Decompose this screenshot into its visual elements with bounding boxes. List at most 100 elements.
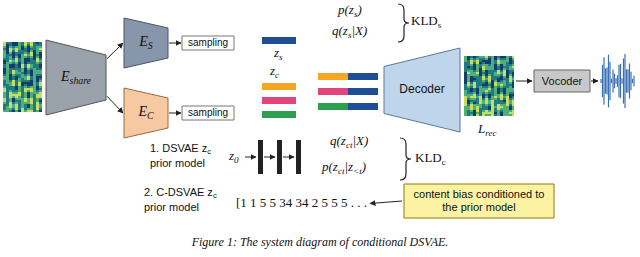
node-shape <box>124 88 168 138</box>
spectrogram-cell <box>464 72 467 74</box>
spectrogram-cell <box>497 58 500 60</box>
spectrogram-cell <box>27 76 30 78</box>
spectrogram-cell <box>503 64 506 66</box>
waveform-stroke <box>626 69 627 92</box>
subscript: c <box>275 70 279 80</box>
spectrogram-cell <box>24 92 27 94</box>
spectrogram-cell <box>476 88 479 90</box>
spectrogram-cell <box>467 94 470 96</box>
spectrogram-cell <box>485 88 488 90</box>
spectrogram-cell <box>36 76 39 78</box>
spectrogram-cell <box>509 94 512 96</box>
spectrogram-cell <box>488 60 491 62</box>
waveform-stroke <box>606 67 607 94</box>
spectrogram-cell <box>464 108 467 110</box>
spectrogram-cell <box>479 86 482 88</box>
spectrogram-cell <box>18 66 21 68</box>
waveform-stroke <box>627 69 628 93</box>
subscript: c <box>213 191 217 200</box>
spectrogram-cell <box>24 82 27 84</box>
spectrogram-cell <box>497 104 500 106</box>
spectrogram-cell <box>467 86 470 88</box>
spectrogram-cell <box>3 86 6 88</box>
spectrogram-cell <box>491 112 494 114</box>
spectrogram-cell <box>467 84 470 86</box>
subscript: c <box>442 157 446 167</box>
spectrogram-cell <box>503 72 506 74</box>
spectrogram-cell <box>503 84 506 86</box>
spectrogram-cell <box>12 48 15 50</box>
spectrogram-cell <box>33 84 36 86</box>
spectrogram-cell <box>33 50 36 52</box>
encoder-speaker: ES <box>124 18 168 68</box>
spectrogram-cell <box>485 78 488 80</box>
spectrogram-cell <box>21 58 24 60</box>
spectrogram-cell <box>470 84 473 86</box>
spectrogram-cell <box>18 96 21 98</box>
spectrogram-cell <box>27 108 30 110</box>
spectrogram-cell <box>27 106 30 108</box>
node-text: content bias conditioned to the prior mo… <box>410 188 548 213</box>
math-label: KLDs <box>411 14 441 30</box>
spectrogram-cell <box>476 68 479 70</box>
brace <box>398 4 409 42</box>
spectrogram-cell <box>21 68 24 70</box>
subscript: share <box>70 75 91 86</box>
spectrogram-cell <box>470 80 473 82</box>
spectrogram-ground <box>3 42 42 112</box>
spectrogram-cell <box>18 72 21 74</box>
spectrogram-cell <box>497 80 500 82</box>
spectrogram-cell <box>506 96 509 98</box>
spectrogram-cell <box>485 102 488 104</box>
spectrogram-cell <box>497 112 500 114</box>
spectrogram-cell <box>488 106 491 108</box>
spectrogram-cell <box>39 110 42 112</box>
spectrogram-cell <box>36 58 39 60</box>
spectrogram-cell <box>470 94 473 96</box>
spectrogram-cell <box>27 90 30 92</box>
spectrogram-cell <box>30 88 33 90</box>
spectrogram-cell <box>6 80 9 82</box>
spectrogram-cell <box>485 64 488 66</box>
spectrogram-cell <box>509 76 512 78</box>
spectrogram-cell <box>12 72 15 74</box>
spectrogram-cell <box>3 62 6 64</box>
spectrogram-cell <box>3 46 6 48</box>
spectrogram-cell <box>491 60 494 62</box>
spectrogram-cell <box>485 68 488 70</box>
node-text: EC <box>138 104 153 121</box>
spectrogram-cell <box>473 66 476 68</box>
spectrogram-cell <box>500 106 503 108</box>
spectrogram-cell <box>479 70 482 72</box>
spectrogram-cell <box>503 76 506 78</box>
spectrogram-cell <box>479 88 482 90</box>
spectrogram-cell <box>6 106 9 108</box>
spectrogram-cell <box>488 68 491 70</box>
spectrogram-cell <box>488 96 491 98</box>
waveform-stroke <box>608 55 609 108</box>
spectrogram-cell <box>512 66 514 68</box>
spectrogram-cell <box>33 74 36 76</box>
spectrogram-cell <box>3 90 6 92</box>
spectrogram-cell <box>21 100 24 102</box>
spectrogram-cell <box>479 96 482 98</box>
spectrogram-cell <box>491 104 494 106</box>
spectrogram-cell <box>470 76 473 78</box>
spectrogram-cell <box>30 52 33 54</box>
spectrogram-cell <box>506 56 509 58</box>
spectrogram-cell <box>39 46 42 48</box>
spectrogram-cell <box>30 74 33 76</box>
spectrogram-cell <box>485 90 488 92</box>
spectrogram-cell <box>9 74 12 76</box>
spectrogram-cell <box>3 42 6 44</box>
subscript: ct <box>346 140 353 150</box>
spectrogram-cell <box>500 76 503 78</box>
waveform-stroke <box>617 75 618 87</box>
subscript: s <box>438 20 442 30</box>
spectrogram-cell <box>18 78 21 80</box>
subscript: ct <box>338 166 345 176</box>
spectrogram-cell <box>33 58 36 60</box>
spectrogram-cell <box>506 60 509 62</box>
prior-layer-bar <box>277 140 282 174</box>
spectrogram-cell <box>18 98 21 100</box>
